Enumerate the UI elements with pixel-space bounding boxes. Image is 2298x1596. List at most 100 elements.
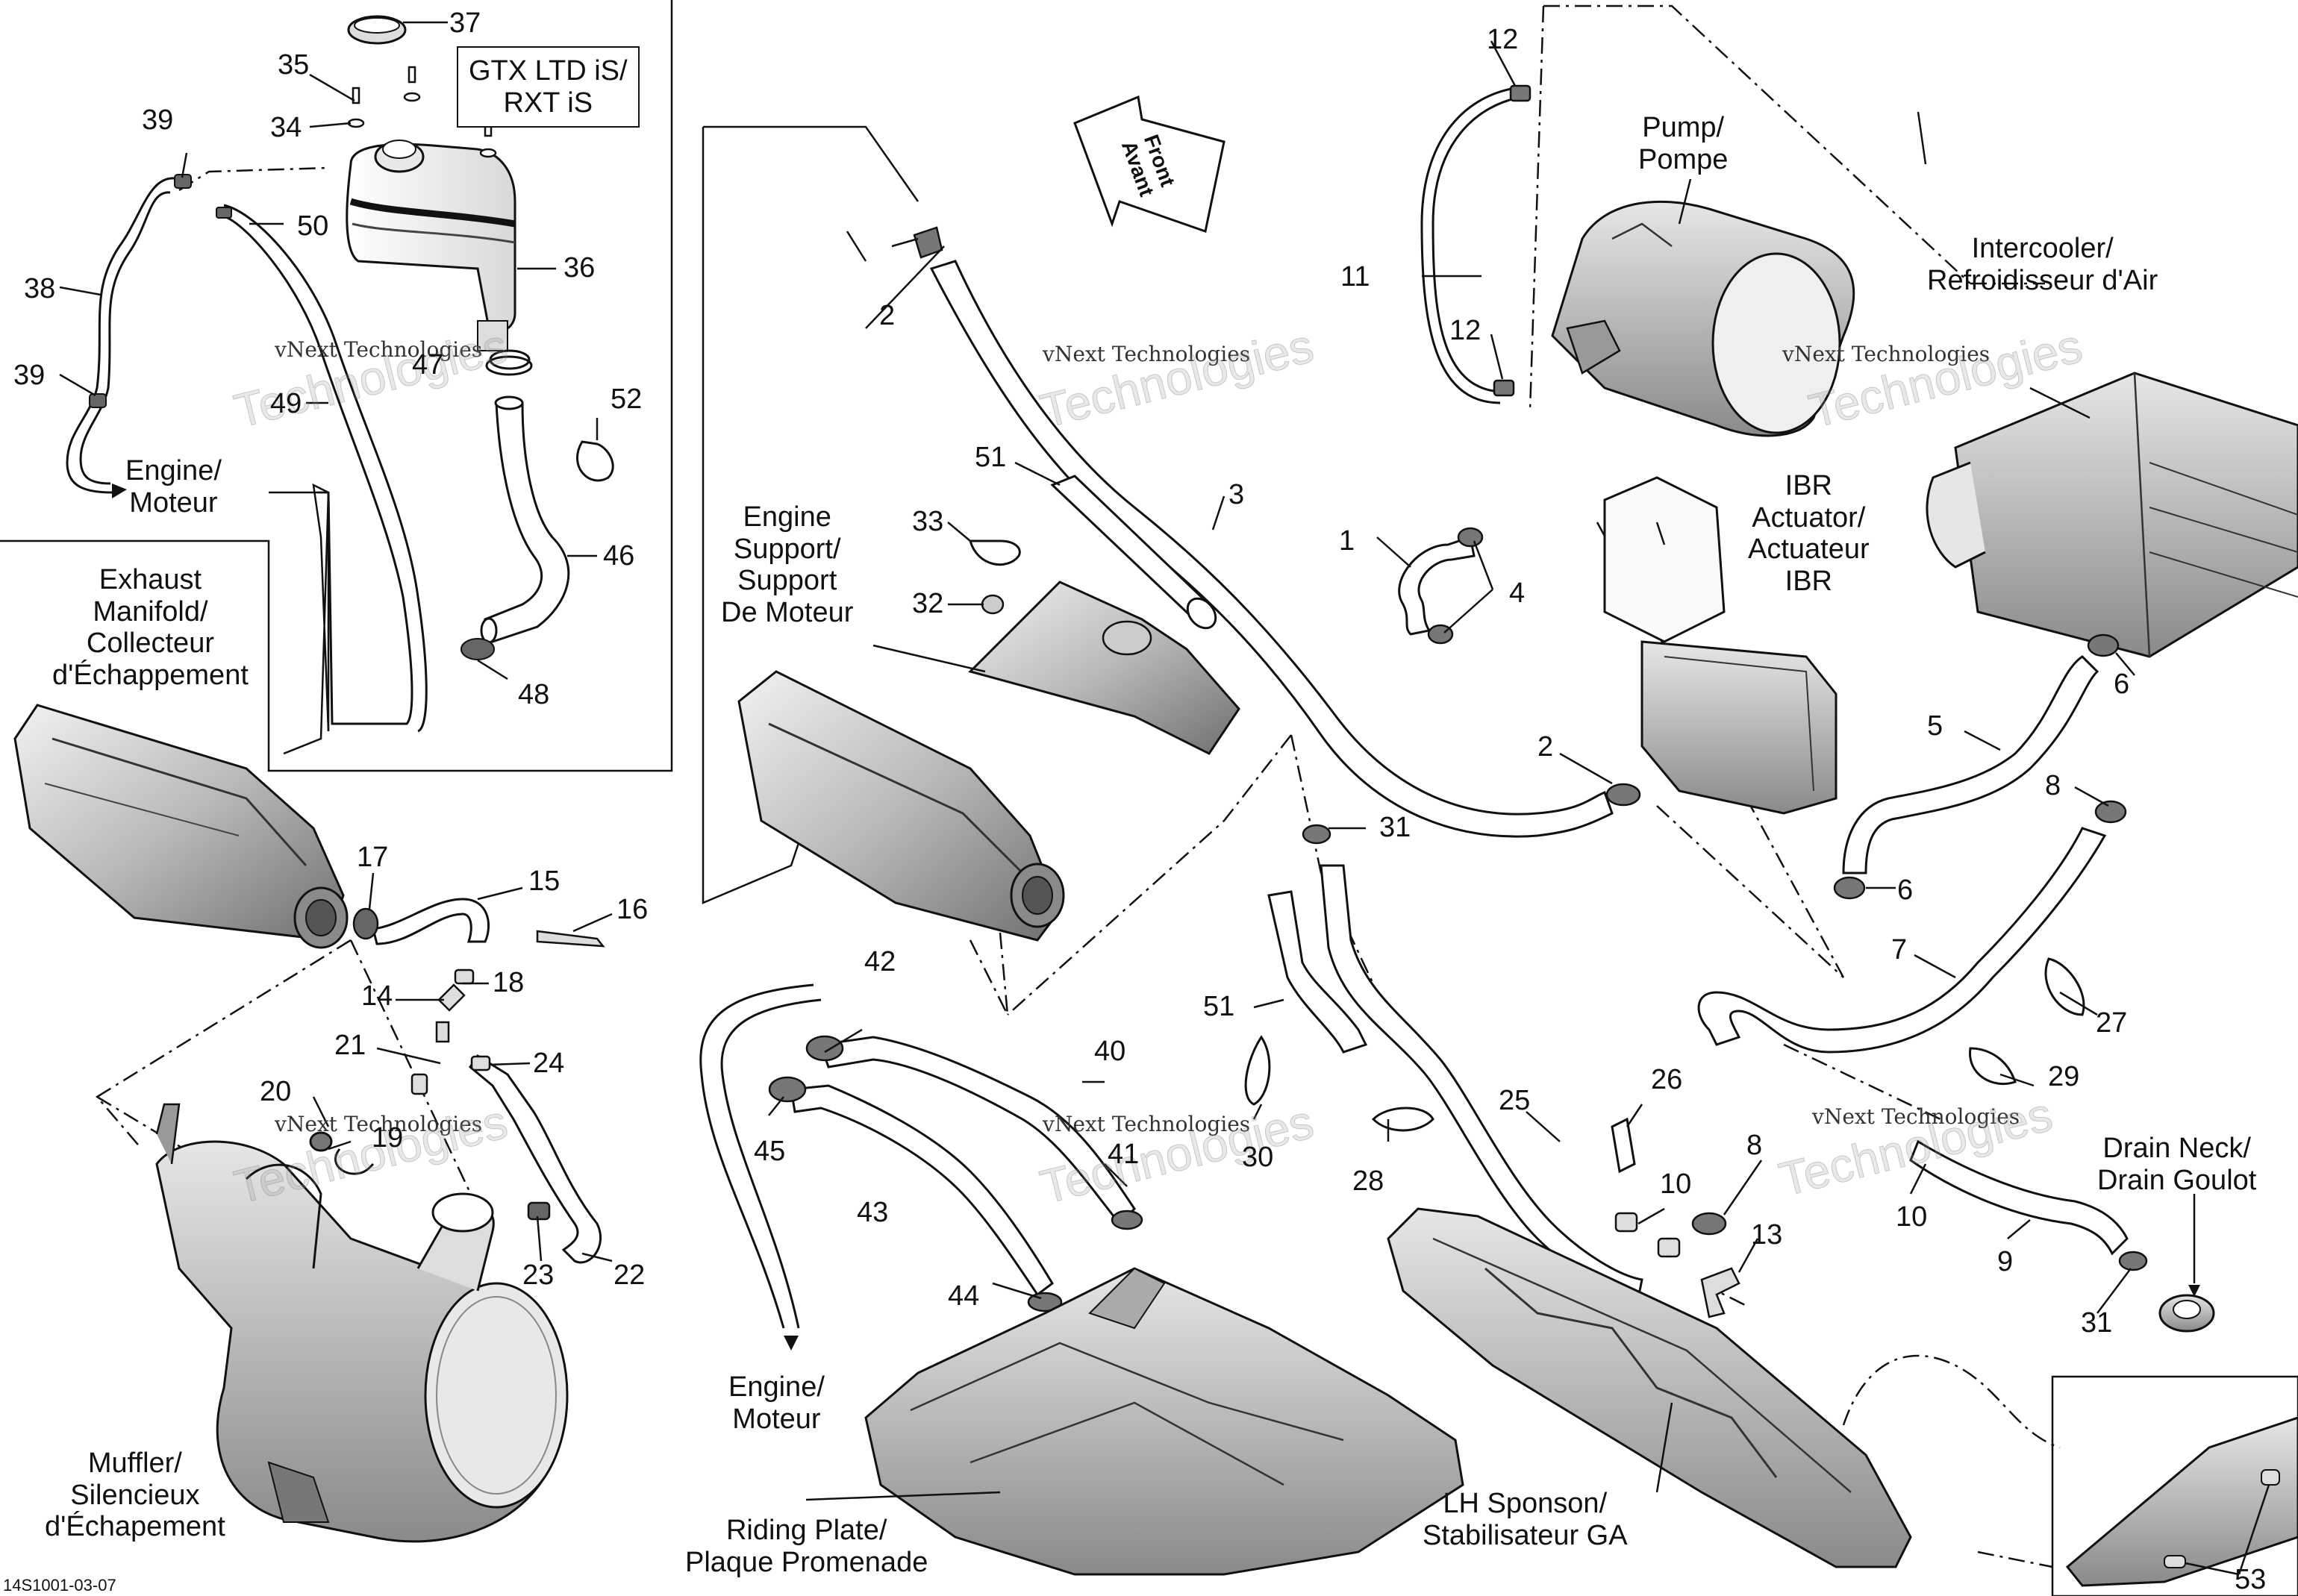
muffler bbox=[155, 1103, 569, 1543]
callout-23: 23 bbox=[522, 1259, 555, 1291]
callout-8-a: 8 bbox=[2045, 770, 2061, 801]
pump bbox=[1551, 200, 1855, 437]
label-muffler: Muffler/ Silencieux d'Échapement bbox=[45, 1448, 225, 1543]
lh-sponson bbox=[1387, 1207, 1912, 1568]
label-exhaust-manifold: Exhaust Manifold/ Collecteur d'Échappeme… bbox=[52, 564, 249, 691]
clamp-17 bbox=[352, 907, 379, 940]
callout-49: 49 bbox=[270, 388, 302, 419]
clamp-31-drain bbox=[2118, 1251, 2148, 1271]
callout-7: 7 bbox=[1891, 934, 1908, 966]
clamps-4 bbox=[1427, 527, 1484, 645]
label-ibr-actuator: IBR Actuator/ Actuateur IBR bbox=[1748, 470, 1870, 597]
clamp-19-20 bbox=[309, 1131, 375, 1175]
callout-10-a: 10 bbox=[1660, 1168, 1692, 1200]
label-riding-plate: Riding Plate/ Plaque Promenade bbox=[685, 1515, 928, 1578]
clamp-2-top bbox=[913, 226, 943, 259]
callout-53: 53 bbox=[2235, 1564, 2267, 1595]
callout-33: 33 bbox=[912, 506, 944, 537]
callout-19: 19 bbox=[372, 1122, 404, 1154]
callout-38: 38 bbox=[24, 273, 56, 304]
hose-5-7 bbox=[1697, 655, 2107, 1054]
callout-1: 1 bbox=[1339, 525, 1355, 557]
fitting-32 bbox=[981, 594, 1005, 615]
callout-6-b: 6 bbox=[1897, 874, 1914, 906]
callout-34: 34 bbox=[270, 112, 302, 143]
clamps-42-44-45 bbox=[768, 1035, 1143, 1312]
callout-13: 13 bbox=[1751, 1219, 1783, 1251]
hose-51-center bbox=[1267, 890, 1368, 1054]
label-lh-sponson: LH Sponson/ Stabilisateur GA bbox=[1423, 1488, 1628, 1551]
callout-47: 47 bbox=[412, 349, 444, 381]
callout-6-a: 6 bbox=[2114, 669, 2130, 700]
watermark-text-5: vNext Technologies bbox=[1043, 1112, 1251, 1136]
fittings-14-18-24 bbox=[410, 968, 491, 1095]
callout-51-b: 51 bbox=[1203, 991, 1235, 1022]
callout-28: 28 bbox=[1352, 1165, 1384, 1197]
callout-16: 16 bbox=[616, 894, 649, 925]
hose-49 bbox=[223, 204, 428, 733]
exhaust-manifold-left bbox=[13, 704, 349, 949]
callout-12-b: 12 bbox=[1449, 315, 1481, 346]
cap-37 bbox=[347, 15, 407, 45]
clamp-31-top bbox=[1302, 824, 1331, 845]
label-pump: Pump/ Pompe bbox=[1638, 112, 1729, 175]
callout-3: 3 bbox=[1228, 479, 1245, 510]
clamps-27-29 bbox=[1969, 957, 2085, 1086]
callout-50: 50 bbox=[297, 210, 329, 242]
intercooler bbox=[1926, 372, 2298, 658]
variant-line-1: GTX LTD iS/ bbox=[469, 55, 628, 87]
callout-25: 25 bbox=[1499, 1085, 1531, 1116]
callout-32: 32 bbox=[912, 588, 944, 619]
callout-35: 35 bbox=[278, 49, 310, 81]
callout-40: 40 bbox=[1094, 1036, 1126, 1067]
label-intercooler: Intercooler/ Refroidisseur d'Air bbox=[1927, 233, 2158, 296]
hose-9 bbox=[1909, 1139, 2129, 1256]
callout-9: 9 bbox=[1997, 1246, 2014, 1277]
clamps-top-left bbox=[89, 174, 232, 408]
label-engine-bottom: Engine/ Moteur bbox=[728, 1371, 825, 1435]
clamp-23 bbox=[527, 1201, 551, 1221]
variant-line-2: RXT iS bbox=[503, 87, 593, 119]
hoses-40-43 bbox=[790, 1036, 1136, 1297]
hose-39-38 bbox=[66, 177, 180, 494]
callout-11: 11 bbox=[1340, 261, 1370, 292]
callout-18: 18 bbox=[493, 967, 525, 998]
sponson-connector bbox=[1842, 1354, 2061, 1449]
clamp-2-mid bbox=[1605, 783, 1641, 807]
callout-10-b: 10 bbox=[1896, 1201, 1928, 1233]
watermark-text-4: vNext Technologies bbox=[275, 1112, 483, 1136]
callout-39-a: 39 bbox=[142, 104, 174, 136]
front-arrow bbox=[1073, 95, 1226, 233]
callout-42: 42 bbox=[864, 946, 896, 977]
hose-engine-bottom bbox=[699, 983, 822, 1329]
coolant-tank bbox=[346, 140, 533, 376]
callout-12-a: 12 bbox=[1487, 24, 1519, 55]
clamp-52 bbox=[576, 440, 614, 482]
callout-2-b: 2 bbox=[1537, 731, 1554, 763]
hose-11 bbox=[1420, 87, 1523, 404]
clamps-6-8 bbox=[1833, 633, 2127, 900]
callout-51-a: 51 bbox=[975, 442, 1007, 473]
callout-46: 46 bbox=[603, 540, 635, 572]
clamp-26 bbox=[1611, 1117, 1636, 1174]
hose-1 bbox=[1398, 536, 1476, 636]
clamp-33 bbox=[969, 539, 1021, 566]
label-drain-neck: Drain Neck/ Drain Goulot bbox=[2097, 1133, 2257, 1196]
callout-39-b: 39 bbox=[13, 360, 46, 391]
inset-sponson bbox=[2065, 1416, 2298, 1587]
callout-24: 24 bbox=[533, 1048, 565, 1079]
callout-29: 29 bbox=[2048, 1061, 2080, 1092]
callout-31-b: 31 bbox=[2081, 1307, 2113, 1339]
pump-leader bbox=[805, 178, 1692, 1501]
callout-31-a: 31 bbox=[1379, 812, 1411, 843]
callout-15: 15 bbox=[528, 866, 561, 897]
fittings-10-13 bbox=[1614, 1212, 1740, 1318]
drain-neck bbox=[2158, 1294, 2215, 1333]
callout-48: 48 bbox=[518, 679, 550, 710]
callout-26: 26 bbox=[1651, 1064, 1683, 1095]
clamps-28-30 bbox=[1244, 1035, 1434, 1132]
callout-45: 45 bbox=[754, 1136, 786, 1167]
callout-leaders bbox=[59, 21, 2270, 1576]
